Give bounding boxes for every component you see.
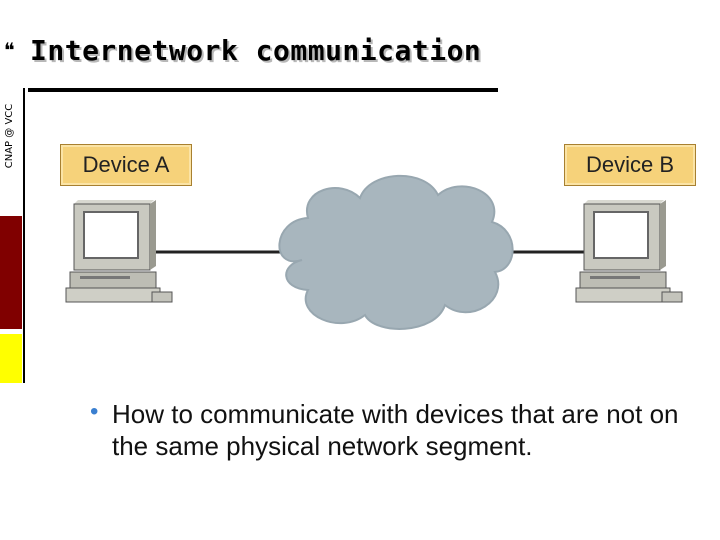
side-strip-gap xyxy=(0,329,22,334)
network-diagram-svg xyxy=(65,174,683,330)
title-bullet-glyph: ❝ xyxy=(4,38,15,62)
computer-icon xyxy=(65,200,173,303)
device-a-label: Device A xyxy=(60,144,192,186)
device-a-label-text: Device A xyxy=(82,152,170,177)
device-b-label-text: Device B xyxy=(585,152,675,177)
cloud-icon xyxy=(278,174,514,330)
bullet-dot: • xyxy=(90,398,99,425)
bullet-text: How to communicate with devices that are… xyxy=(112,399,679,461)
bullet-item: • How to communicate with devices that a… xyxy=(90,398,702,462)
side-strip-red xyxy=(0,216,22,329)
side-vertical-rule xyxy=(23,88,25,383)
side-strip-yellow xyxy=(0,334,22,383)
slide-title: Internetwork communication xyxy=(30,34,482,67)
title-underline xyxy=(28,88,498,92)
side-label: CNAP @ VCC xyxy=(4,103,15,169)
computer-icon xyxy=(575,200,683,303)
side-strip-white xyxy=(0,88,22,216)
device-b-label: Device B xyxy=(564,144,696,186)
network-diagram: Device A Device B xyxy=(40,120,720,360)
